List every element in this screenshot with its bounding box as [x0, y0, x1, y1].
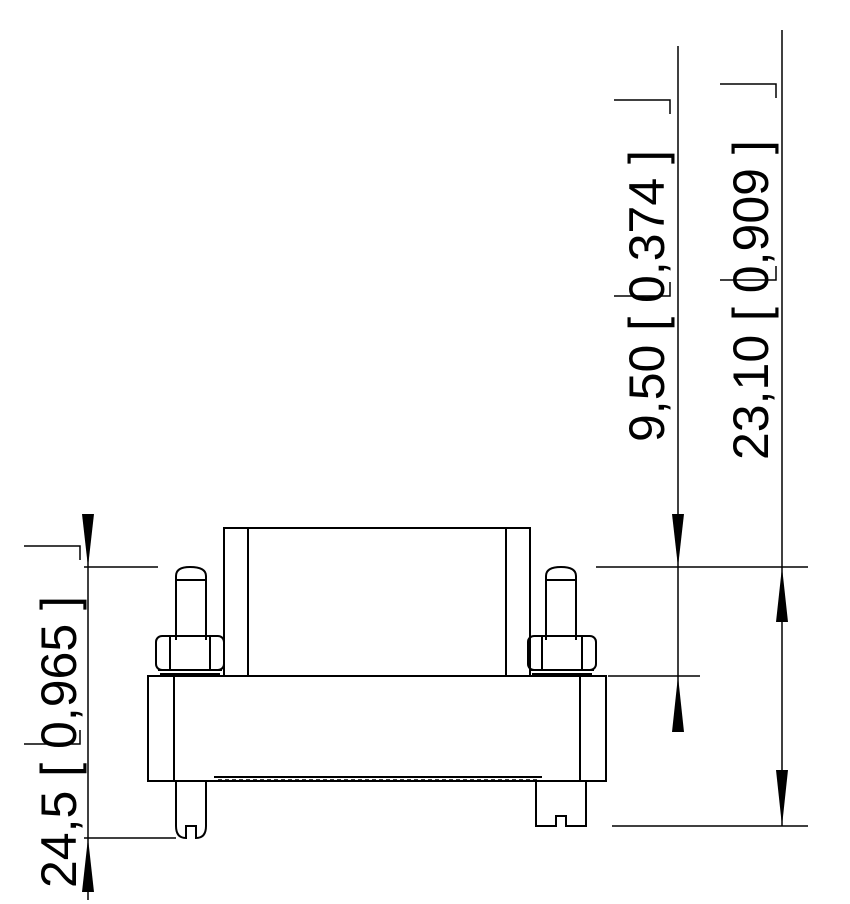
overall-dim-text: 23,10 [ 0,909 ]: [723, 140, 779, 460]
left-jack-post: [155, 565, 225, 675]
dimension-right-9-50: [614, 46, 684, 732]
dimension-far-right-23-10: [720, 30, 788, 826]
dimension-left-24-5: [24, 514, 94, 900]
extension-lines: [84, 566, 808, 839]
connector-body: [147, 527, 607, 782]
upper-dim-text: 9,50 [ 0,374 ]: [619, 150, 675, 442]
left-dim-text: 24,5 [ 0,965 ]: [31, 596, 87, 888]
left-bottom-pin: [175, 781, 207, 840]
right-jack-post: [527, 565, 597, 675]
right-board-lock: [535, 781, 587, 827]
